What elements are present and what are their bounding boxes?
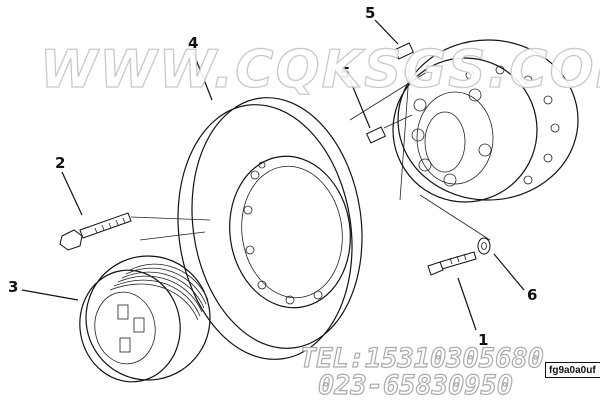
callout-4: 4 xyxy=(188,34,198,52)
crankshaft-pulley xyxy=(79,255,211,383)
vibration-damper xyxy=(177,97,363,360)
crankshaft-flange xyxy=(349,39,579,203)
pulley-bolt xyxy=(59,212,211,251)
callout-5-top: 5 xyxy=(365,4,375,22)
callout-3: 3 xyxy=(8,278,18,296)
callout-6: 6 xyxy=(527,286,537,304)
figure-code: fg9a0a0uf xyxy=(545,362,600,378)
phone-watermark: 023-65830950 xyxy=(317,369,514,401)
callout-2: 2 xyxy=(55,154,65,172)
callout-5-mid: 5 xyxy=(340,64,350,82)
callout-leaders xyxy=(21,19,525,331)
dowel-pins xyxy=(365,42,415,144)
website-watermark: WWW.CQKSGS.COM xyxy=(39,39,600,100)
telephone-watermark: TEL:15310305680 xyxy=(299,342,544,374)
damper-capscrew xyxy=(427,251,477,276)
washer xyxy=(419,194,491,255)
callout-1: 1 xyxy=(478,331,488,349)
